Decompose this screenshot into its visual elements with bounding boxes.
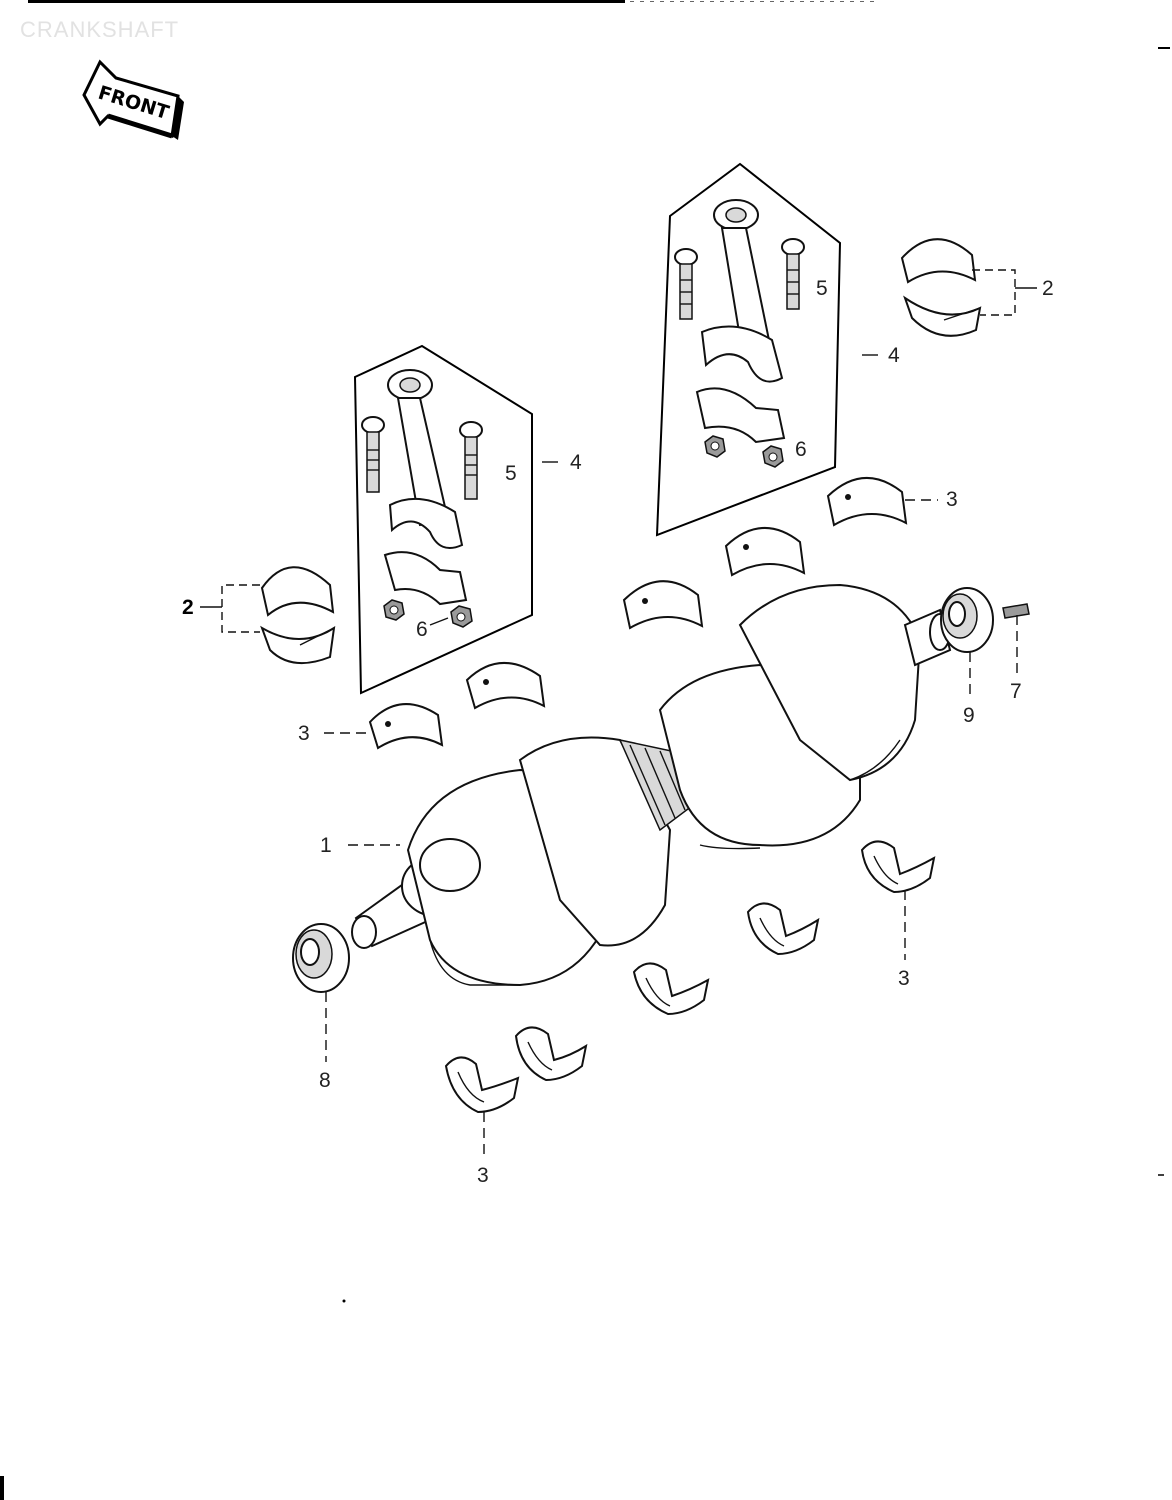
main-bearing-upper-5 (826, 477, 908, 527)
callout-3-lower-right: 3 (898, 967, 910, 990)
front-arrow-icon (82, 59, 184, 140)
callout-1: 1 (320, 834, 332, 857)
main-bearing-lower-3 (632, 962, 710, 1016)
rod-nut-left-b (450, 605, 473, 628)
rod-nut-right-b (762, 445, 784, 468)
callout-7: 7 (1010, 680, 1022, 703)
rod-nut-left-a (383, 599, 405, 621)
connecting-rod-right (695, 199, 786, 444)
leader-lines (200, 269, 1037, 1158)
callout-5-left: 5 (505, 462, 517, 485)
front-direction-badge: FRONT (82, 59, 184, 140)
main-bearing-lower-5 (860, 840, 936, 894)
oil-seal-left (292, 923, 350, 993)
callout-2-left: 2 (182, 596, 194, 619)
callout-8: 8 (319, 1069, 331, 1092)
rod-bearing-pair-left (260, 566, 336, 665)
rod-nut-right-a (704, 435, 726, 458)
page-title: CRANKSHAFT (20, 17, 179, 42)
connecting-rod-panel-right (655, 162, 842, 537)
rod-bolt-right-a (674, 248, 698, 320)
callout-5-right: 5 (816, 277, 828, 300)
main-bearing-upper-1 (368, 703, 444, 750)
main-bearing-upper-2 (465, 662, 546, 710)
callout-6-left: 6 (416, 618, 428, 641)
rod-bolt-left-a (361, 416, 385, 493)
speck (342, 1299, 346, 1303)
callout-4-left: 4 (570, 451, 582, 474)
rod-bolt-right-b (781, 238, 805, 310)
oil-seal-right (940, 587, 994, 653)
callout-3-upper-left: 3 (298, 722, 310, 745)
callout-labels: 1 2 2 3 3 3 3 4 4 5 5 6 6 7 8 9 (182, 277, 1054, 1187)
woodruff-key (1002, 603, 1030, 619)
main-bearing-upper-4 (724, 527, 806, 577)
main-bearing-lower-2 (514, 1026, 588, 1082)
callout-4-right: 4 (888, 344, 900, 367)
connecting-rod-panel-left (353, 344, 533, 695)
main-bearing-lower-4 (746, 902, 820, 956)
main-bearing-upper-3 (622, 580, 704, 630)
rod-bearing-pair-right (900, 238, 982, 337)
callout-2-right: 2 (1042, 277, 1054, 300)
callout-6-right: 6 (795, 438, 807, 461)
callout-9: 9 (963, 704, 975, 727)
rod-bolt-left-b (459, 421, 483, 500)
connecting-rod-left (383, 369, 468, 606)
callout-3-lower-left: 3 (477, 1164, 489, 1187)
main-bearing-lower-1 (444, 1056, 520, 1114)
crankshaft (351, 583, 952, 987)
callout-3-upper-right: 3 (946, 488, 958, 511)
